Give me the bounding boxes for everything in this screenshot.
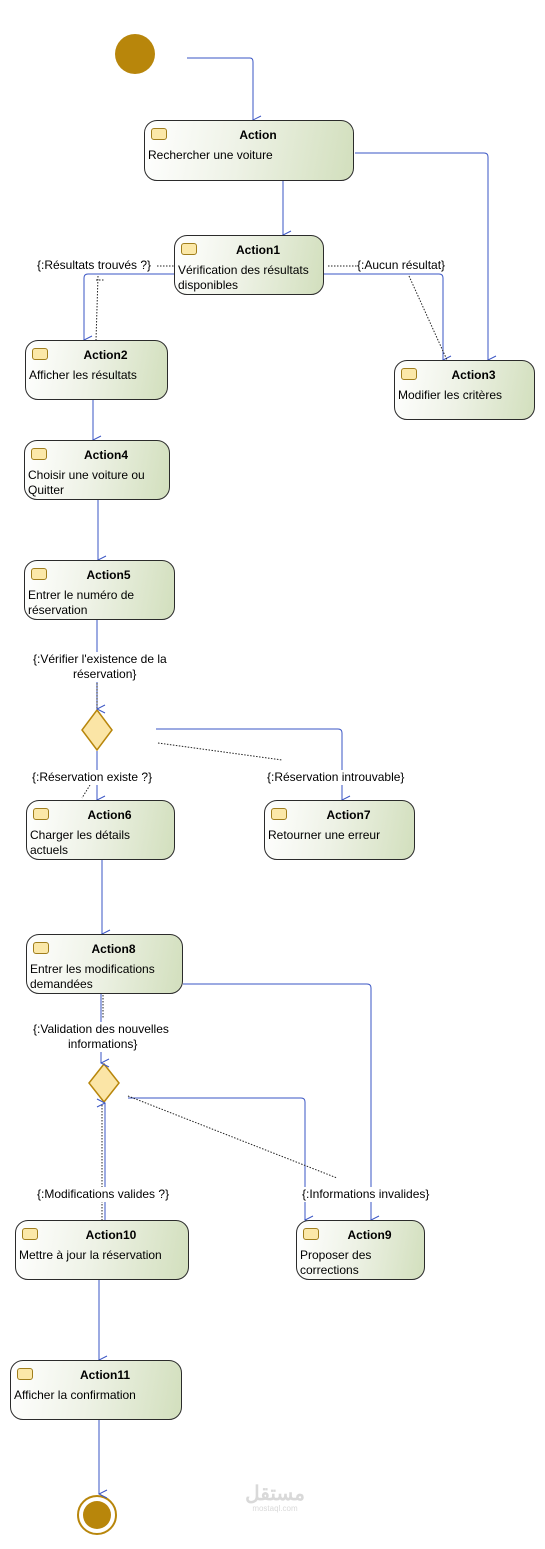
node-title: Action6 [87, 808, 132, 822]
node-title: Action1 [235, 243, 280, 257]
action-node-modifier-criteres[interactable]: Action3 Modifier les critères [394, 360, 535, 420]
flow-decision-to-action9 [128, 1097, 305, 1220]
flow-initial-to-action [187, 57, 253, 120]
node-title: Action9 [347, 1228, 392, 1242]
action-icon [32, 348, 48, 360]
action-icon [151, 128, 167, 140]
action-icon [17, 1368, 33, 1380]
watermark-url: mostaql.com [252, 1504, 298, 1513]
guard-informations-invalides: {:Informations invalides} [302, 1187, 430, 1202]
action-icon [181, 243, 197, 255]
decision-node-reservation [81, 708, 113, 752]
node-text: Entrer le numéro de réservation [28, 588, 135, 617]
guard-reservation-existe: {:Réservation existe ?} [32, 770, 153, 785]
node-text: Entrer les modifications demandées [30, 962, 155, 991]
action-node-choisir-voiture[interactable]: Action4 Choisir une voiture ou Quitter [24, 440, 170, 500]
guard-verifier-existence-line1: {:Vérifier l'existence de la [33, 652, 167, 667]
guard-aucun-resultat: {:Aucun résultat} [357, 258, 446, 273]
watermark: مستقل mostaql.com [230, 1484, 320, 1514]
control-flows [84, 57, 488, 1494]
node-title: Action5 [86, 568, 131, 582]
guard-validation-line2: informations} [68, 1037, 138, 1052]
guard-verifier-existence-line2: réservation} [73, 667, 137, 682]
guard-validation-line1: {:Validation des nouvelles [33, 1022, 169, 1037]
final-node [77, 1495, 117, 1535]
node-title: Action4 [83, 448, 128, 462]
action-node-charger-details[interactable]: Action6 Charger les détails actuels [26, 800, 175, 860]
action-node-afficher-resultats[interactable]: Action2 Afficher les résultats [25, 340, 168, 400]
node-text: Vérification des résultats disponibles [178, 263, 309, 292]
guard-modifications-valides: {:Modifications valides ?} [37, 1187, 170, 1202]
flow-action8-to-action9 [183, 983, 371, 1220]
node-title: Action11 [79, 1368, 130, 1382]
action-icon [31, 568, 47, 580]
node-title: Action3 [451, 368, 496, 382]
action-node-entrer-numero[interactable]: Action5 Entrer le numéro de réservation [24, 560, 175, 620]
action-icon [303, 1228, 319, 1240]
node-text: Mettre à jour la réservation [19, 1248, 162, 1262]
node-text: Choisir une voiture ou Quitter [28, 468, 145, 497]
action-node-rechercher-voiture[interactable]: Action Rechercher une voiture [144, 120, 354, 181]
action-node-mettre-a-jour[interactable]: Action10 Mettre à jour la réservation [15, 1220, 189, 1280]
guard-reservation-introuvable: {:Réservation introuvable} [267, 770, 405, 785]
initial-node [115, 34, 155, 74]
flow-action1-to-action3 [324, 273, 443, 360]
action-node-retourner-erreur[interactable]: Action7 Retourner une erreur [264, 800, 415, 860]
action-node-entrer-modifications[interactable]: Action8 Entrer les modifications demandé… [26, 934, 183, 994]
action-node-verification-resultats[interactable]: Action1 Vérification des résultats dispo… [174, 235, 324, 295]
action-icon [401, 368, 417, 380]
node-text: Afficher la confirmation [14, 1388, 136, 1402]
node-title: Action10 [85, 1228, 137, 1242]
watermark-logo-text: مستقل [245, 1483, 305, 1505]
action-icon [33, 808, 49, 820]
action-icon [22, 1228, 38, 1240]
flow-action1-to-action2 [84, 273, 174, 340]
action-icon [31, 448, 47, 460]
node-text: Afficher les résultats [29, 368, 137, 382]
node-title: Action [239, 128, 277, 142]
node-title: Action8 [91, 942, 136, 956]
node-title: Action7 [326, 808, 371, 822]
node-text: Retourner une erreur [268, 828, 381, 842]
node-text: Charger les détails actuels [30, 828, 131, 857]
node-text: Proposer des corrections [300, 1248, 372, 1277]
guard-connectors [81, 265, 448, 1220]
flow-decision-to-action7 [156, 728, 342, 800]
guard-resultats-trouves: {:Résultats trouvés ?} [37, 258, 152, 273]
action-node-afficher-confirmation[interactable]: Action11 Afficher la confirmation [10, 1360, 182, 1420]
decision-node-validation [88, 1062, 120, 1104]
flow-action-to-action3 [355, 152, 488, 360]
node-text: Rechercher une voiture [148, 148, 273, 162]
node-text: Modifier les critères [398, 388, 503, 402]
action-icon [271, 808, 287, 820]
action-icon [33, 942, 49, 954]
node-title: Action2 [83, 348, 128, 362]
action-node-proposer-corrections[interactable]: Action9 Proposer des corrections [296, 1220, 425, 1280]
